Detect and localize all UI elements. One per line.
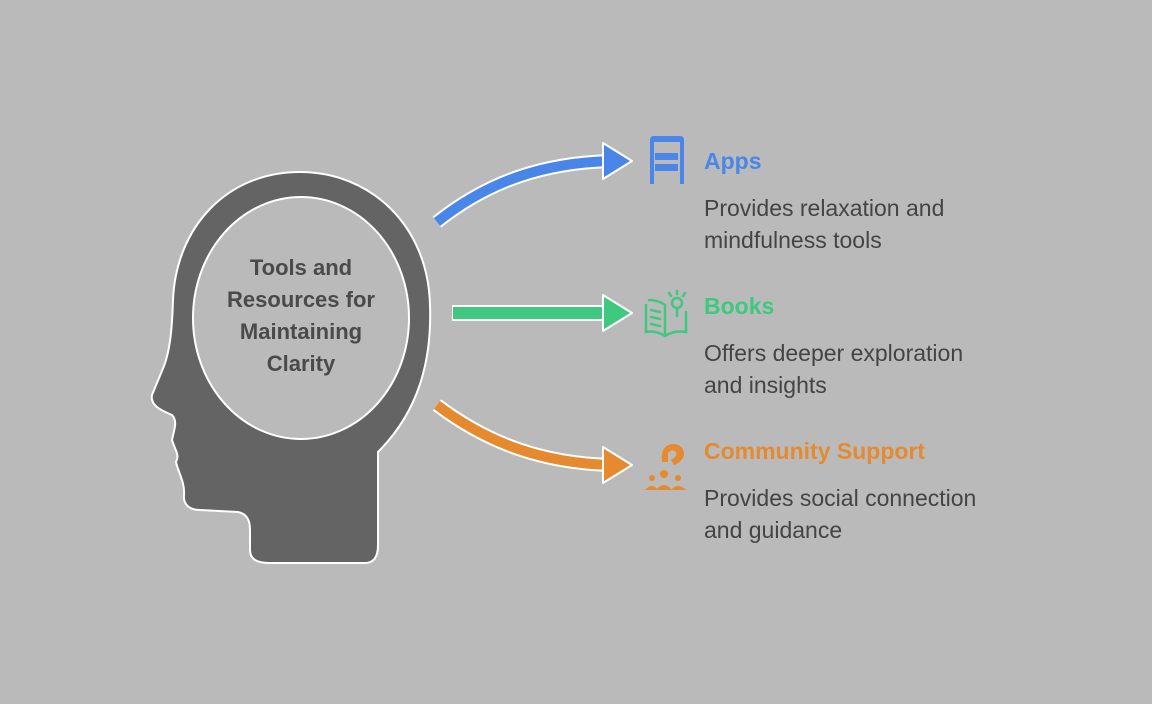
head-inner-circle [192,196,410,440]
description-line: and insights [704,372,827,398]
item-description: Offers deeper exploration and insights [704,337,963,401]
description-line: and guidance [704,517,843,543]
description-line: Provides social connection [704,485,977,511]
item-apps: Apps Provides relaxation and mindfulness… [704,146,944,256]
item-description: Provides social connection and guidance [704,482,976,546]
arrow-apps [432,142,633,228]
description-line: Provides relaxation and [704,195,945,221]
description-line: Offers deeper exploration [704,340,964,366]
item-books: Books Offers deeper exploration and insi… [704,291,963,401]
center-title: Tools and Resources for Maintaining Clar… [227,255,375,376]
item-title: Community Support [704,438,926,464]
item-description: Provides relaxation and mindfulness tool… [704,192,944,256]
book-lightbulb-icon [644,289,688,338]
arrow-books [452,294,633,332]
item-community-support: Community Support Provides social connec… [704,436,976,546]
mobile-app-icon [650,136,684,184]
community-support-icon [645,444,686,490]
arrow-community [432,399,633,484]
description-line: mindfulness tools [704,227,882,253]
item-title: Apps [704,148,762,174]
item-title: Books [704,293,775,319]
head-silhouette [150,170,432,564]
